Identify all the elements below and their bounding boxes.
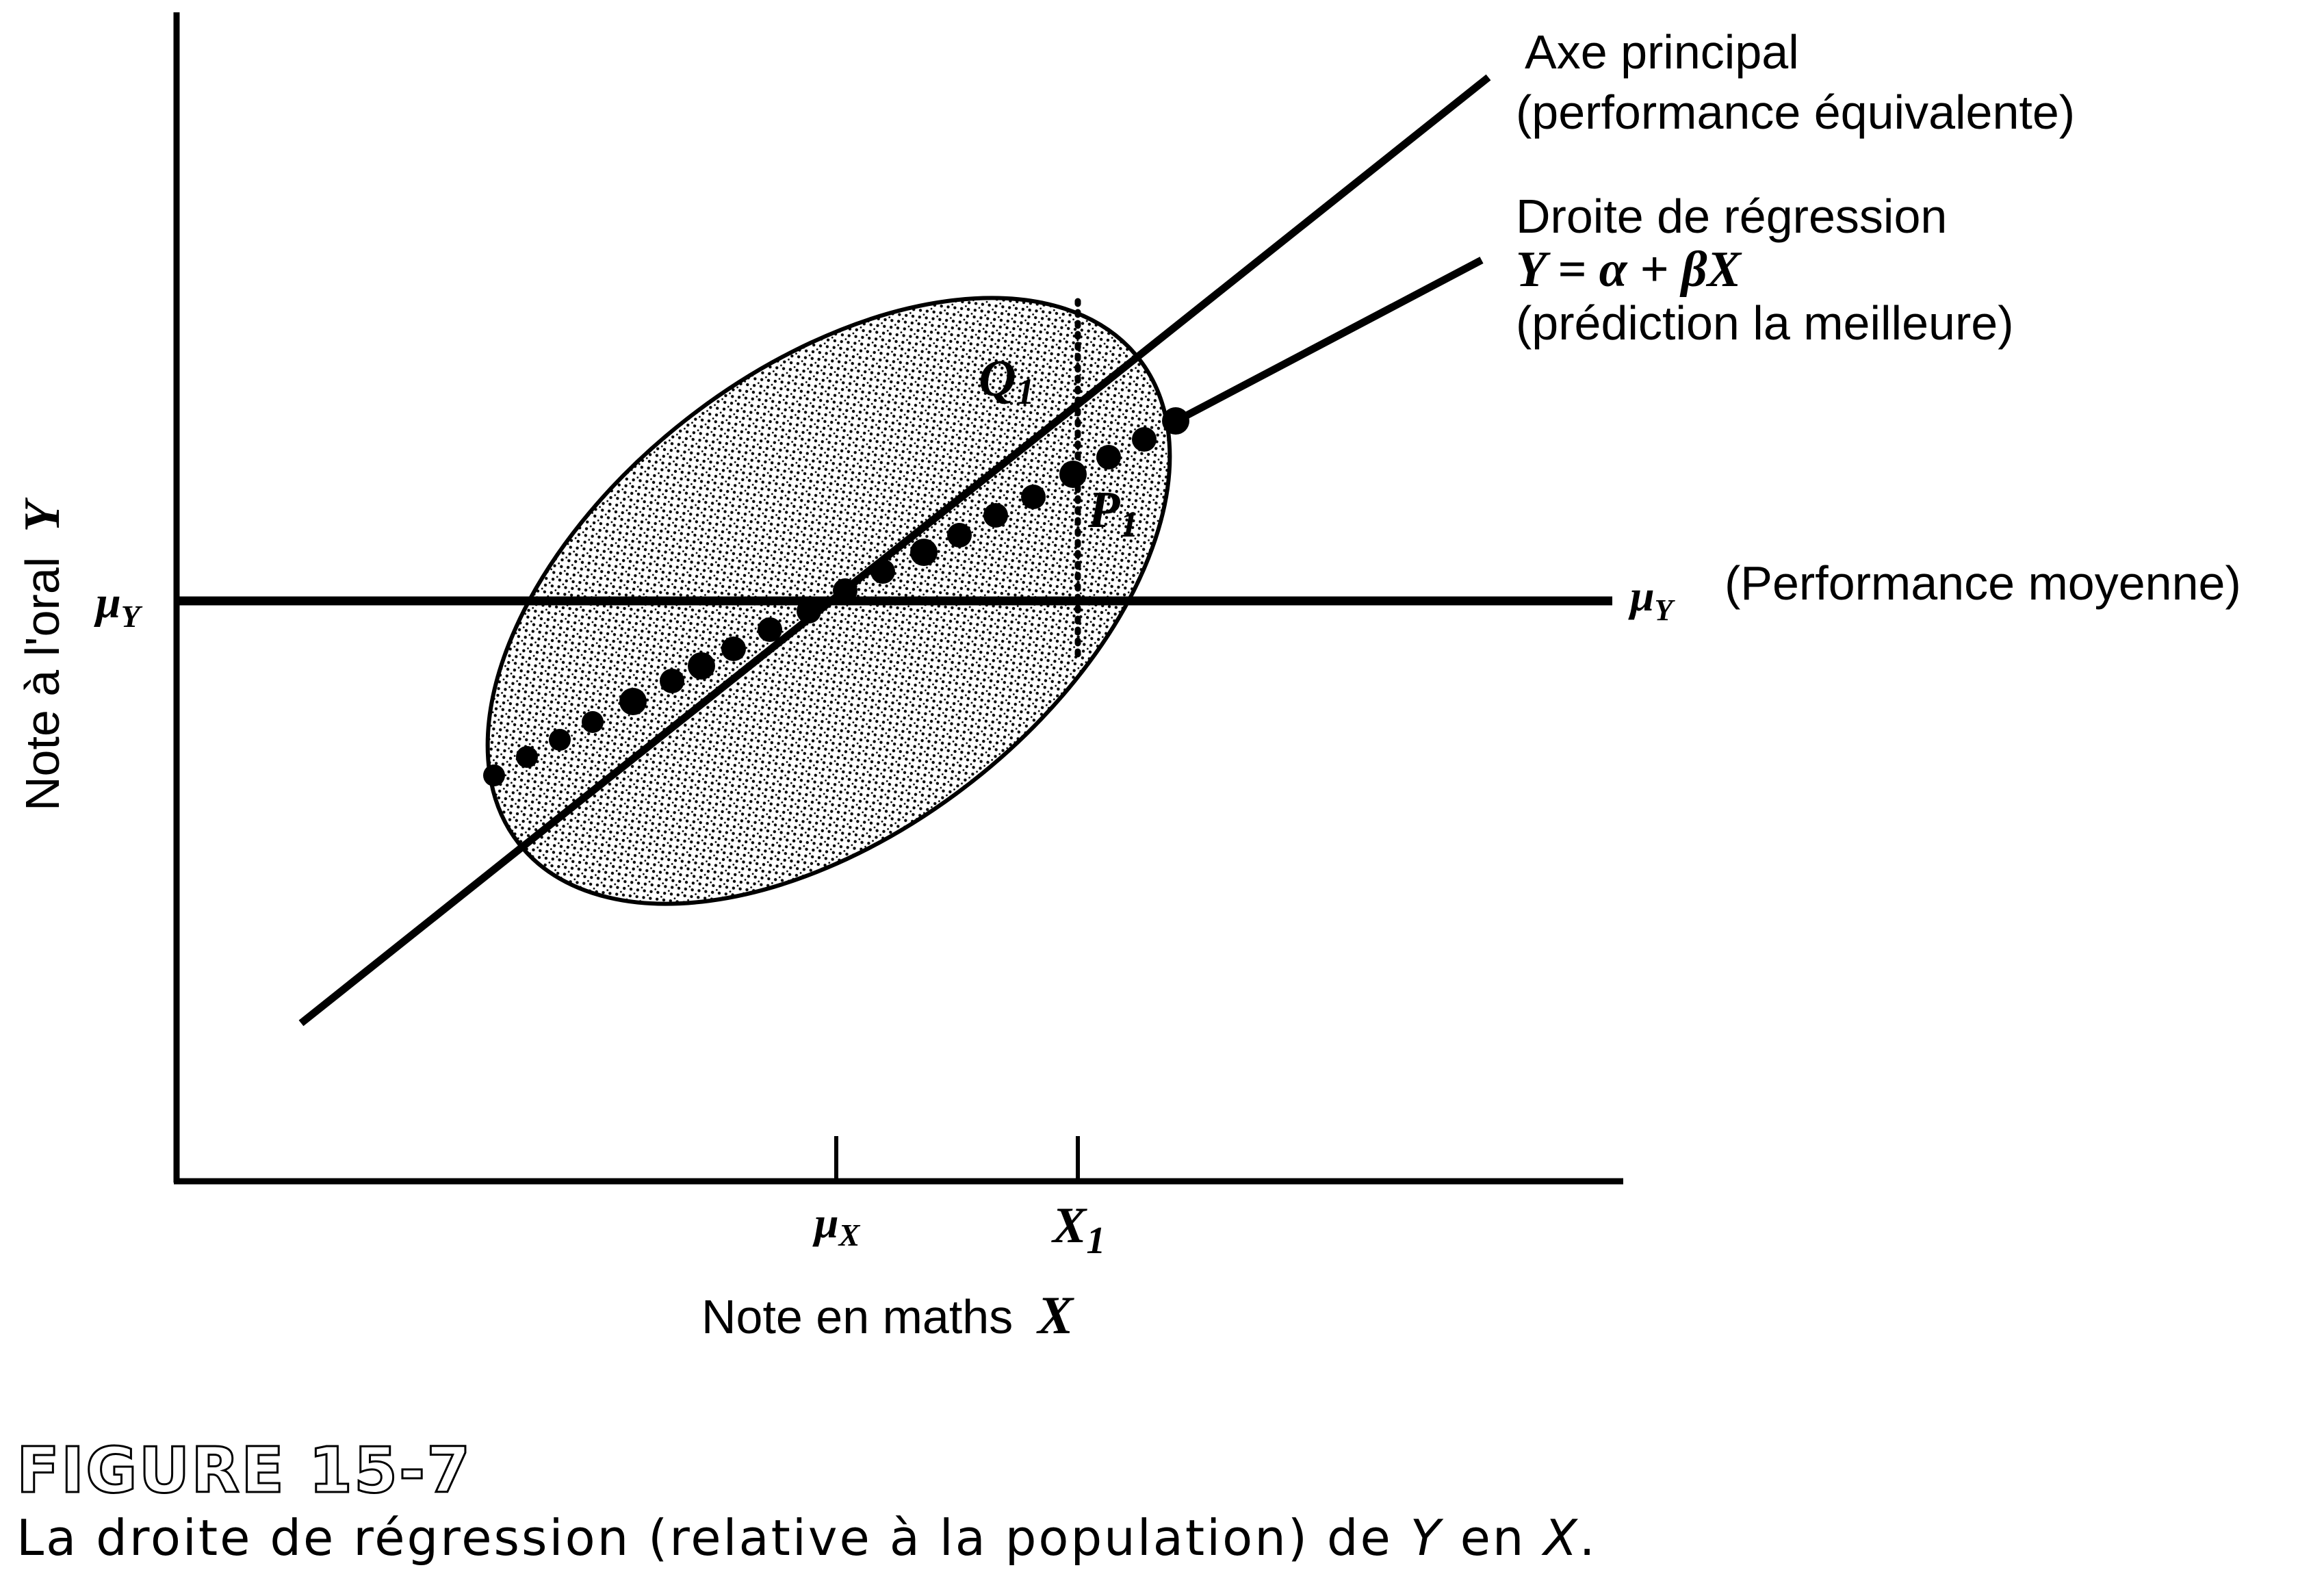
axe-principal-label: Axe principal <box>1525 25 1799 79</box>
mean-mu-y-label: μY <box>1628 571 1676 627</box>
mu-x-tick-label: μX <box>812 1198 861 1252</box>
q1-label: Q1 <box>979 350 1035 412</box>
caption-text-a: La droite de régression (relative à la p… <box>16 1509 1410 1567</box>
principal-axis-line <box>298 74 1491 1027</box>
caption-text-c: . <box>1579 1509 1597 1567</box>
figure-caption: La droite de régression (relative à la p… <box>16 1509 1597 1567</box>
regression-subtitle: (prédiction la meilleure) <box>1516 296 2014 350</box>
regression-dots <box>483 407 1189 786</box>
figure-number: FIGURE 15-7 <box>15 1433 472 1508</box>
regression-equation: Y = α + βX <box>1516 242 1742 298</box>
mean-line-label: (Performance moyenne) <box>1725 556 2241 610</box>
caption-var-y: Y <box>1410 1509 1443 1567</box>
x1-tick-label: X1 <box>1051 1198 1105 1262</box>
caption-text-b: en <box>1442 1509 1544 1567</box>
axe-principal-subtitle: (performance équivalente) <box>1516 86 2075 139</box>
p1-label: P1 <box>1087 481 1138 545</box>
left-mu-y-label: μY <box>94 578 143 634</box>
y-axis-label: Note à l'oralY <box>14 498 70 811</box>
caption-var-x: X <box>1543 1509 1579 1567</box>
regression-title: Droite de régression <box>1516 190 1947 243</box>
regression-line <box>1172 257 1484 426</box>
